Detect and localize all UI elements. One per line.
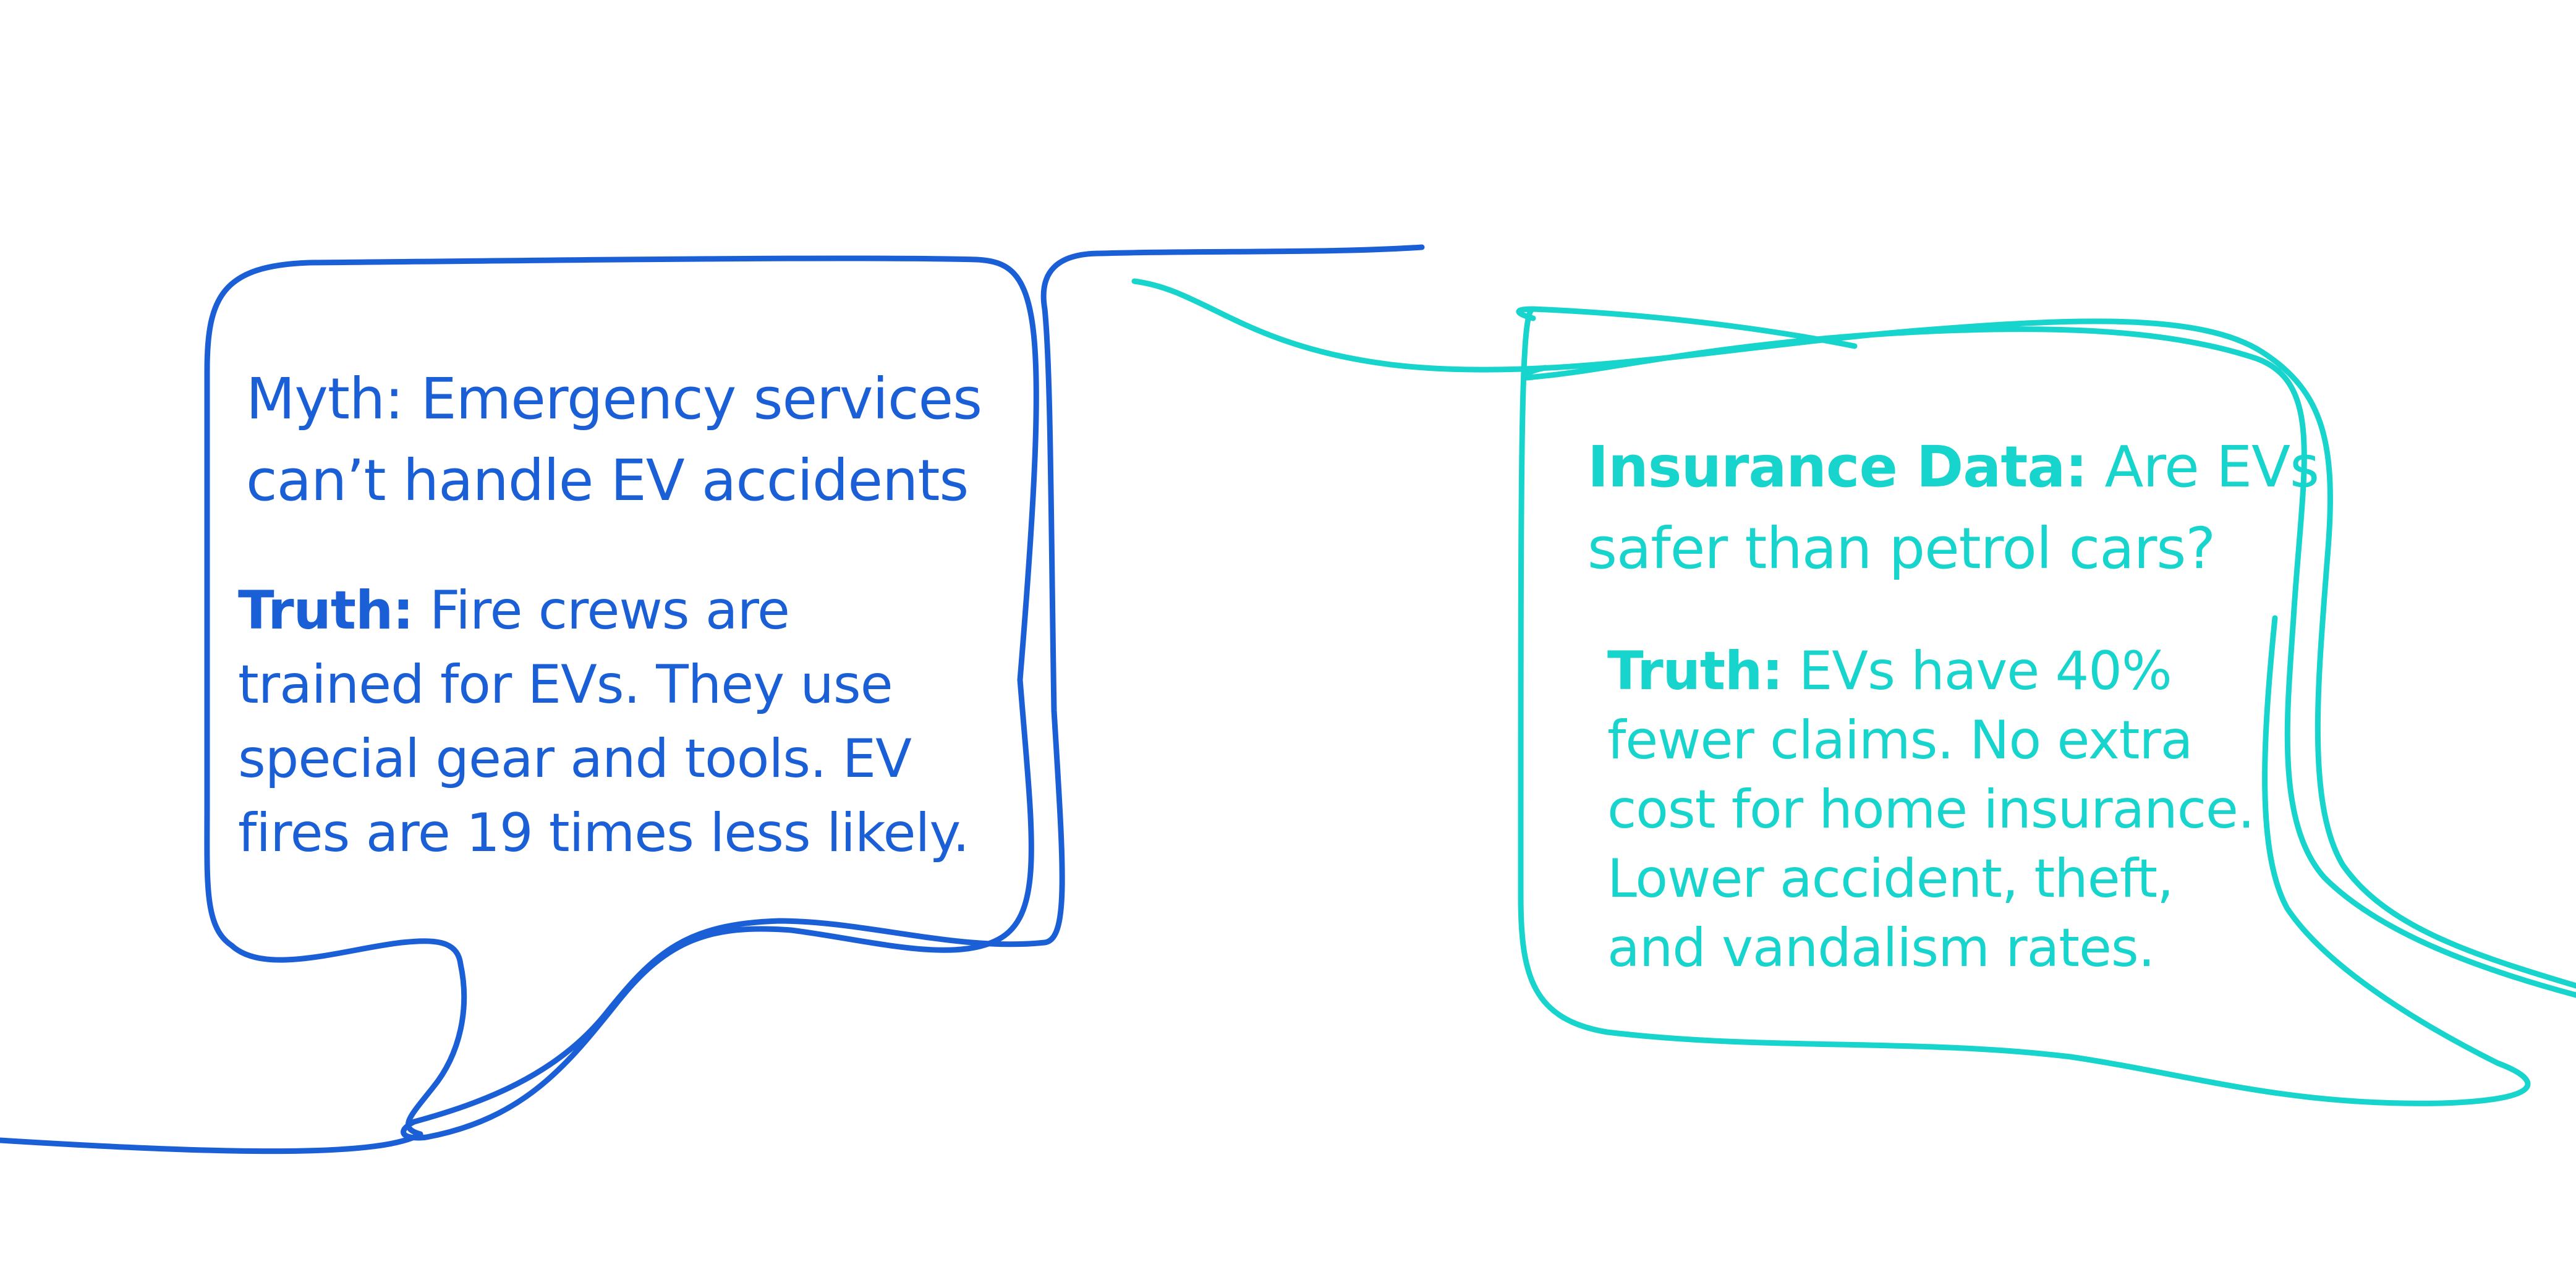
myth-line-1: Myth: Emergency services xyxy=(246,366,982,432)
right-truth-line-1: Truth: EVs have 40% xyxy=(1607,637,2254,706)
right-truth-first: EVs have 40% xyxy=(1782,640,2172,702)
right-insurance-heading: Insurance Data: Are EVs safer than petro… xyxy=(1588,426,2319,590)
insurance-first: Are EVs xyxy=(2087,434,2319,500)
myth-line-2: can’t handle EV accidents xyxy=(246,447,969,514)
left-truth-paragraph: Truth: Fire crews are trained for EVs. T… xyxy=(238,574,969,870)
right-truth-paragraph: Truth: EVs have 40% fewer claims. No ext… xyxy=(1607,637,2255,983)
insurance-label: Insurance Data: xyxy=(1588,434,2088,500)
left-truth-line-4: fires are 19 times less likely. xyxy=(238,802,969,864)
right-speech-bubble-outline xyxy=(1131,278,2576,1106)
left-truth-line-2: trained for EVs. They use xyxy=(238,654,893,716)
left-speech-bubble-outline xyxy=(0,244,1425,1155)
right-truth-line-2: fewer claims. No extra xyxy=(1607,710,2193,771)
left-truth-line-3: special gear and tools. EV xyxy=(238,728,912,790)
right-truth-line-3: cost for home insurance. xyxy=(1607,779,2255,841)
right-truth-label: Truth: xyxy=(1607,640,1783,702)
insurance-line-1: Insurance Data: Are EVs xyxy=(1588,426,2319,508)
left-truth-first: Fire crews are xyxy=(413,580,790,642)
right-truth-line-5: and vandalism rates. xyxy=(1607,917,2155,979)
left-myth-heading: Myth: Emergency services can’t handle EV… xyxy=(246,358,982,522)
left-truth-line-1: Truth: Fire crews are xyxy=(238,574,969,648)
insurance-line-2: safer than petrol cars? xyxy=(1588,515,2216,582)
right-truth-line-4: Lower accident, theft, xyxy=(1607,848,2174,910)
left-truth-label: Truth: xyxy=(238,580,414,642)
